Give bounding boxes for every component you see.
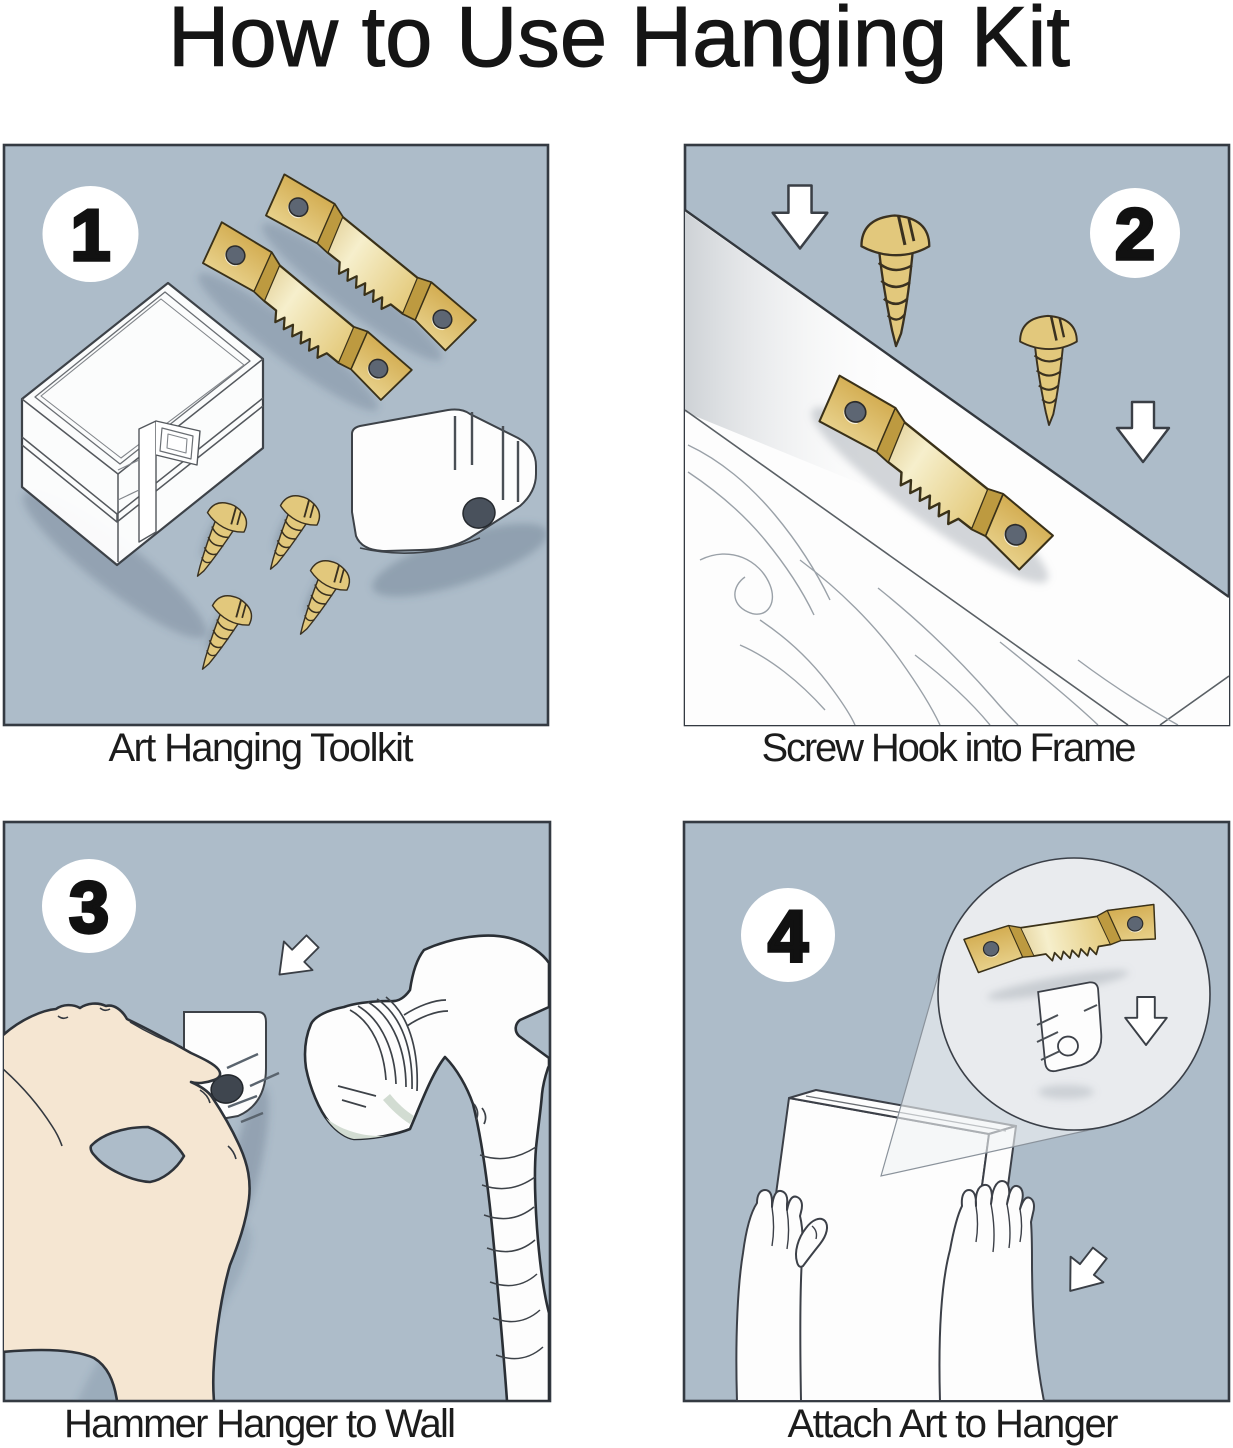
svg-text:Hammer Hanger to Wall: Hammer Hanger to Wall [64, 1402, 456, 1446]
svg-text:Screw Hook into Frame: Screw Hook into Frame [762, 726, 1137, 770]
svg-text:2: 2 [1115, 195, 1155, 275]
svg-text:4: 4 [768, 897, 808, 977]
svg-text:3: 3 [69, 868, 109, 948]
svg-text:1: 1 [70, 196, 110, 276]
svg-text:Attach Art to Hanger: Attach Art to Hanger [788, 1402, 1119, 1446]
svg-text:Art Hanging Toolkit: Art Hanging Toolkit [109, 726, 414, 770]
svg-text:How to Use Hanging Kit: How to Use Hanging Kit [168, 0, 1070, 85]
